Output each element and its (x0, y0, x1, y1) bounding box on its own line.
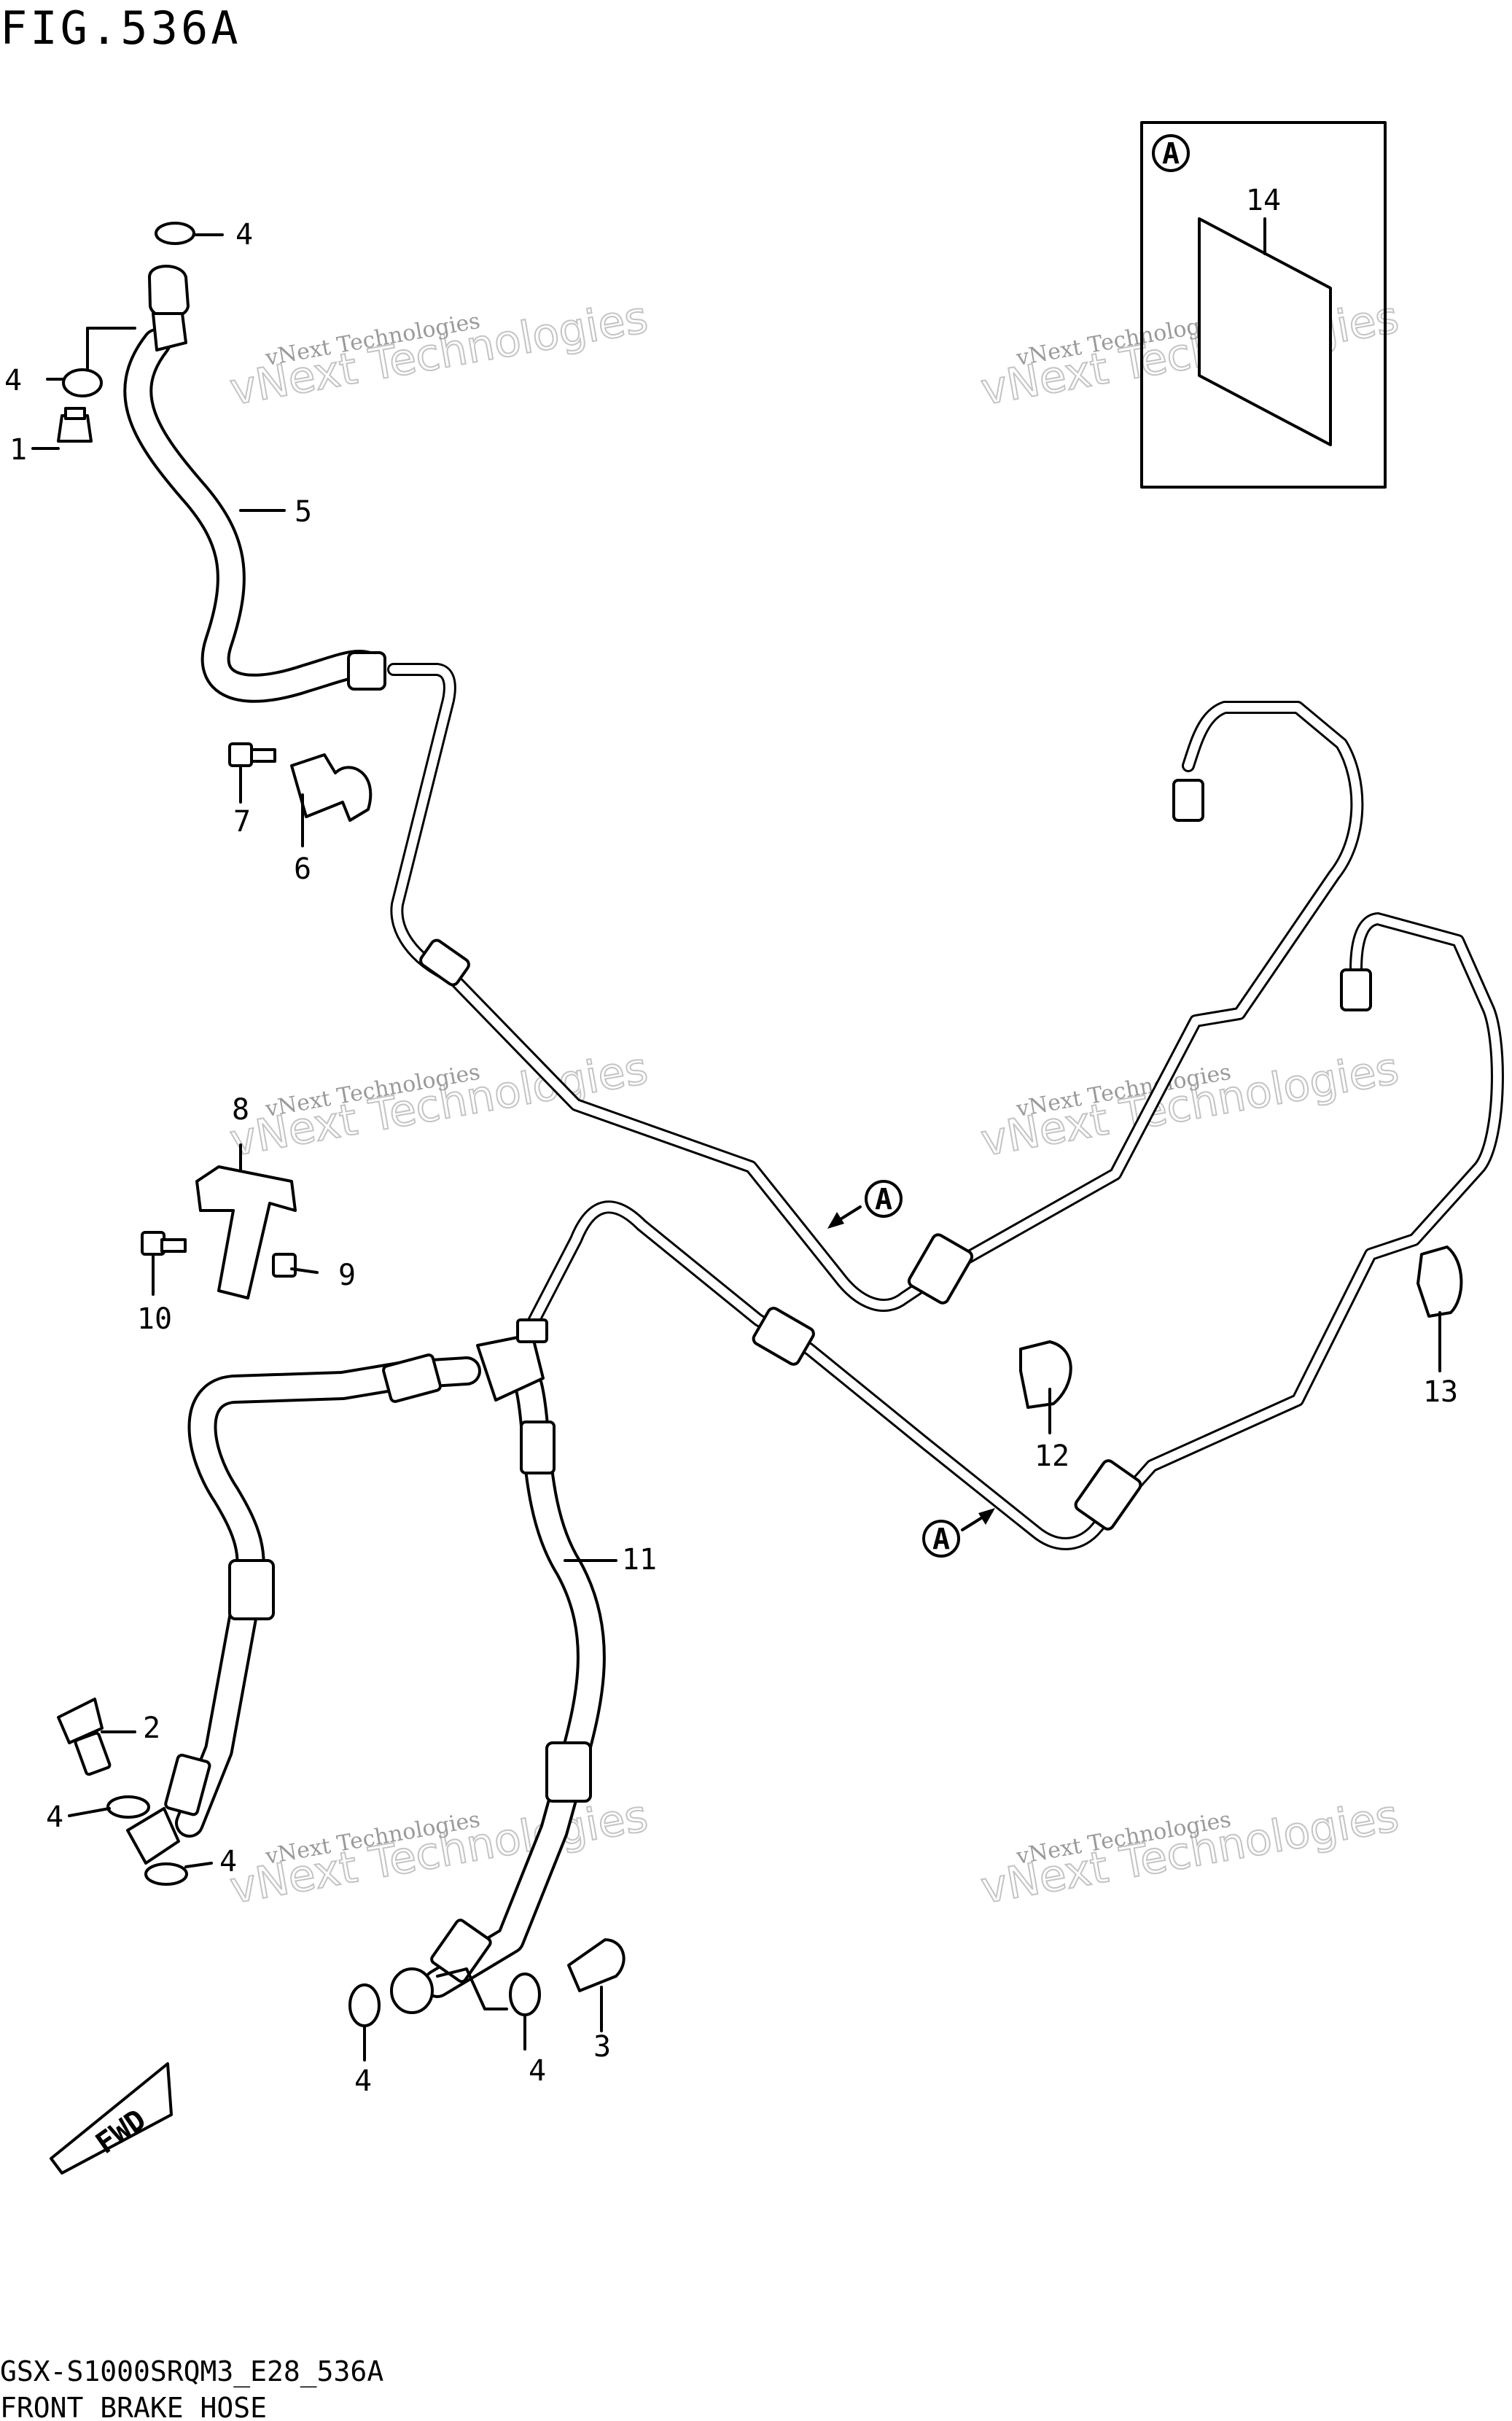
callouts: 1 2 3 4 4 4 4 4 4 5 6 7 8 9 10 11 12 13 (4, 218, 1458, 2098)
pipe-grommet (1074, 1459, 1142, 1531)
bolt-shank (250, 748, 276, 763)
bolt-shank (160, 1238, 187, 1253)
callout-4: 4 (529, 2054, 546, 2088)
callout-4: 4 (219, 1845, 237, 1878)
hose-banjo-fitting (390, 1967, 434, 2014)
hose-junction-block (476, 1333, 545, 1402)
hose-5-fill (126, 331, 383, 700)
leader-4 (68, 1807, 111, 1817)
leader-9 (290, 1267, 319, 1274)
callout-4: 4 (354, 2064, 372, 2098)
hose-5-banjo-fitting (148, 265, 190, 319)
callout-9: 9 (338, 1259, 356, 1292)
watermark-middle-right: vNext Technologies vNext Technologies (976, 1042, 1403, 1167)
bracket-icon (195, 1165, 297, 1299)
pipe-grommet (419, 939, 470, 987)
direction-marker-a-lower: A (922, 1508, 995, 1558)
watermark: vNext Technologies vNext Technologies vN… (225, 291, 1403, 1915)
hose-5-banjo-neck (152, 312, 187, 351)
pipe-grommet (752, 1307, 815, 1366)
washer-icon (106, 1795, 150, 1819)
lower-brake-hose (126, 1318, 606, 2014)
detail-marker-letter: A (932, 1523, 950, 1556)
washer-icon (155, 222, 195, 245)
small-parts (57, 222, 1463, 2027)
pipe-route-1-fill (389, 665, 1362, 1310)
leader-banjo (436, 1967, 508, 2010)
bleeder-screw-icon (567, 1938, 626, 1992)
pipe-clamp-13-icon (1416, 1246, 1463, 1318)
callout-4: 4 (46, 1800, 63, 1834)
callout-2: 2 (143, 1711, 160, 1745)
hose-end-fitting (164, 1753, 211, 1816)
pipe-end-fitting (1172, 779, 1204, 822)
hose-5-joint (347, 651, 386, 691)
marker-arrow-head (827, 1212, 844, 1229)
union-bolt-head (64, 407, 86, 420)
model-code: GSX-S1000SRQM3_E28_536A (0, 2355, 383, 2388)
pipe-end-fitting (1340, 968, 1372, 1011)
callout-11: 11 (622, 1543, 657, 1577)
detail-marker-circle (1152, 134, 1190, 172)
hose-clamp-6-icon (290, 753, 373, 822)
callout-13: 13 (1423, 1375, 1458, 1409)
washer-icon (144, 1862, 188, 1886)
callout-3: 3 (593, 2030, 611, 2064)
direction-marker-a-upper: A (827, 1180, 903, 1229)
washer-icon (62, 368, 103, 397)
pipe-clamp-12-icon (1019, 1340, 1072, 1409)
bolt-icon (228, 742, 253, 767)
callout-14: 14 (1246, 184, 1281, 217)
hose-banjo-fitting (126, 1807, 180, 1865)
union-bolt-shank (74, 1731, 112, 1776)
watermark-top-right: vNext Technologies vNext Technologies (976, 291, 1403, 416)
detail-marker-circle (922, 1520, 960, 1558)
hose-clamp (228, 1559, 275, 1620)
callout-4: 4 (4, 364, 22, 397)
callout-4: 4 (235, 218, 253, 252)
watermark-bottom-right: vNext Technologies vNext Technologies (976, 1789, 1403, 1915)
hose-protector (520, 1421, 556, 1474)
pipe-grommet (907, 1233, 974, 1305)
detail-marker-letter: A (875, 1183, 892, 1216)
figure-title: FIG.536A (0, 1, 241, 55)
callout-7: 7 (233, 805, 251, 839)
detail-marker-letter: A (1162, 137, 1180, 171)
detail-marker-circle (865, 1180, 903, 1218)
forward-direction-badge: FWD (50, 2062, 173, 2175)
watermark-top-left: vNext Technologies vNext Technologies (225, 291, 652, 416)
detail-box-frame (1140, 121, 1387, 489)
brake-pipe-upper (387, 663, 1364, 1312)
hose-protector (382, 1353, 442, 1403)
leader-4 (184, 1862, 213, 1868)
callout-10: 10 (137, 1302, 172, 1336)
leader-lines (31, 233, 1441, 2061)
marker-arrow-head (978, 1508, 995, 1525)
union-bolt-icon (57, 1698, 104, 1744)
callout-12: 12 (1034, 1439, 1069, 1473)
hose-end-fitting (430, 1919, 492, 1983)
washer-icon (509, 1973, 541, 2016)
diagram-caption: FRONT BRAKE HOSE (0, 2392, 267, 2421)
upper-brake-hose (123, 265, 386, 703)
pipe-route-2-fill (521, 914, 1502, 1548)
hose-11-right-outline (423, 1371, 606, 1998)
bolt-icon (272, 1253, 297, 1278)
brake-pipe-lower (518, 912, 1504, 1550)
hose-clamp (545, 1741, 592, 1803)
label-sheet (1198, 217, 1332, 446)
washer-icon (348, 1983, 381, 2027)
fwd-arrow-icon (50, 2062, 173, 2175)
callout-6: 6 (294, 852, 311, 886)
detail-box-a: A 14 (1140, 121, 1387, 489)
callout-8: 8 (232, 1093, 249, 1127)
callout-5: 5 (295, 495, 312, 529)
hose-junction-nut (516, 1318, 548, 1343)
watermark-middle-left: vNext Technologies vNext Technologies (225, 1042, 652, 1167)
callout-1: 1 (9, 433, 27, 467)
